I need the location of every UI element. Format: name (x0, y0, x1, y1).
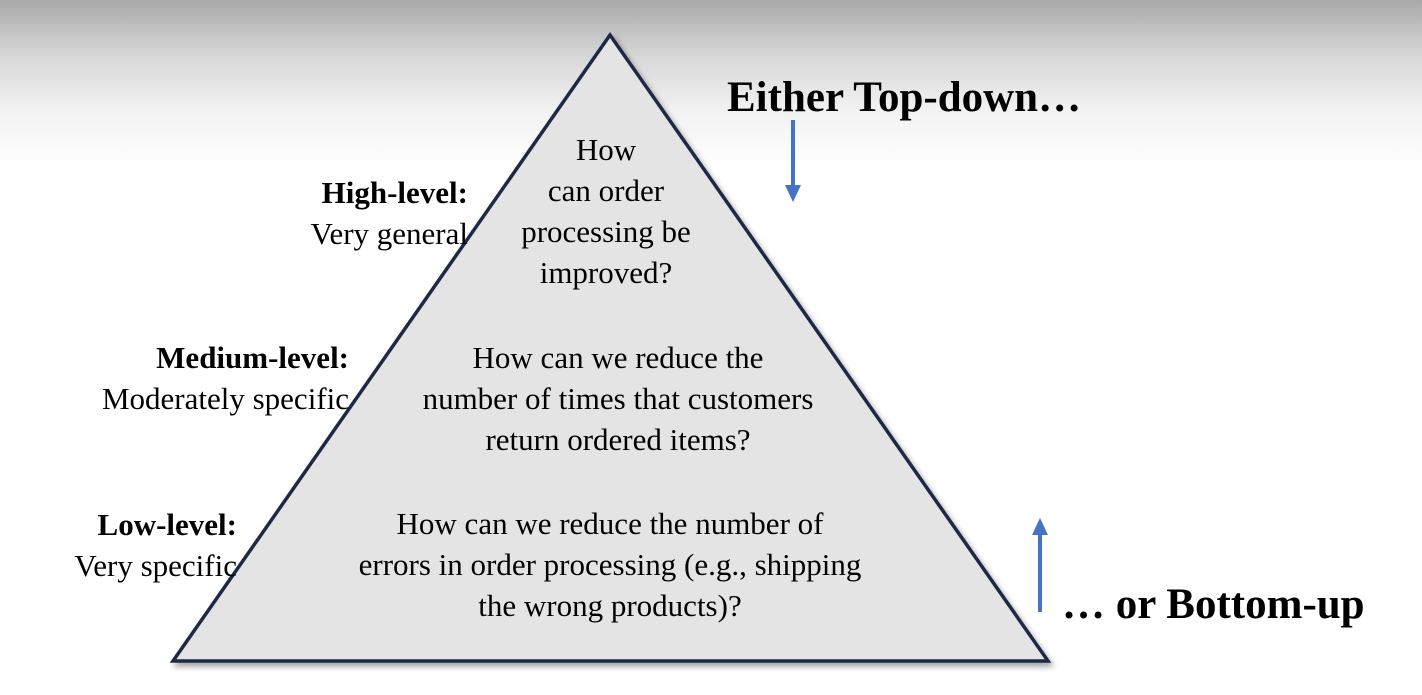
level-label-medium: Medium-level: Moderately specific (102, 337, 349, 419)
question-high-line: can order (547, 173, 665, 208)
up-arrow (1032, 518, 1048, 612)
question-medium-line: How can we reduce the (472, 340, 764, 375)
down-arrow (785, 120, 801, 202)
level-title-low: Low-level: (97, 507, 237, 542)
question-high-line: processing be (521, 214, 691, 249)
question-low-line: the wrong products)? (478, 588, 742, 623)
question-high-line: How (575, 132, 637, 167)
level-description-high: Very general (310, 216, 469, 251)
question-medium-line: return ordered items? (485, 422, 751, 457)
level-label-low: Low-level: Very specific (74, 504, 237, 586)
question-low-line: How can we reduce the number of (396, 506, 824, 541)
question-medium: How can we reduce the number of times th… (363, 337, 873, 460)
level-description-low: Very specific (74, 548, 237, 583)
question-high: How can order processing be improved? (456, 129, 756, 293)
bottom-up-label: … or Bottom-up (1062, 581, 1365, 628)
question-low: How can we reduce the number of errors i… (300, 503, 920, 626)
level-label-high: High-level: Very general (311, 172, 469, 254)
top-down-label: Either Top-down… (727, 74, 1082, 121)
question-low-line: errors in order processing (e.g., shippi… (358, 547, 862, 582)
level-description-medium: Moderately specific (101, 381, 349, 416)
question-high-line: improved? (539, 255, 673, 290)
question-medium-line: number of times that customers (422, 381, 814, 416)
pyramid-triangle (169, 31, 1052, 663)
level-title-high: High-level: (321, 175, 468, 210)
level-title-medium: Medium-level: (156, 340, 349, 375)
